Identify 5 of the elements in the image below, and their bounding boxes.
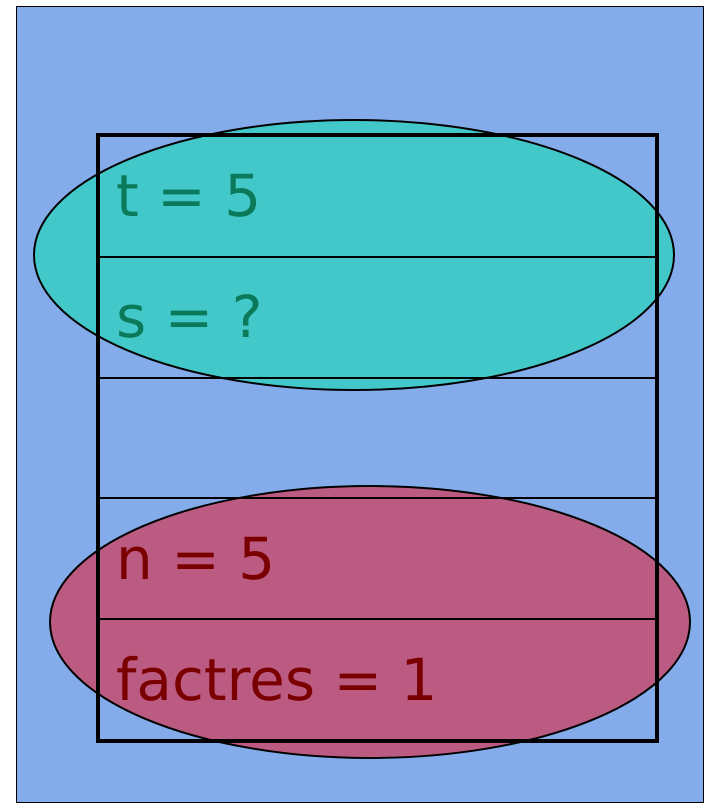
variable-text: t = 5 <box>116 167 262 226</box>
variable-text: factres = 1 <box>116 650 438 709</box>
variable-text: s = ? <box>116 288 262 346</box>
stack-frame <box>96 133 659 743</box>
variable-text: n = 5 <box>116 530 276 588</box>
